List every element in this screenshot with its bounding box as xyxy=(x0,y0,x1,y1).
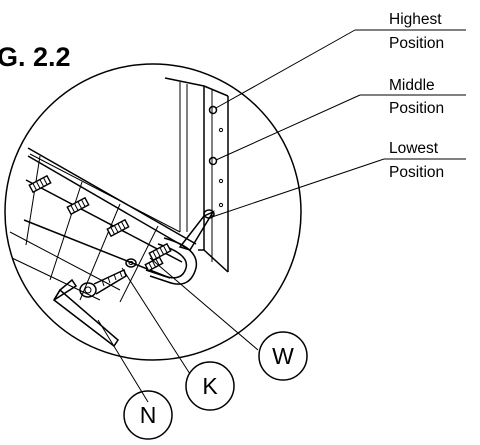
callout-w-leader xyxy=(149,257,259,351)
middle-line2: Position xyxy=(389,100,444,117)
highest-line1: Highest xyxy=(389,11,442,28)
upright-post xyxy=(164,77,229,273)
detail-circle xyxy=(4,63,302,361)
bolt xyxy=(79,268,127,298)
lowest-leader xyxy=(208,158,385,219)
middle-line1: Middle xyxy=(389,77,435,94)
washer xyxy=(125,258,137,268)
callout-n: N xyxy=(123,390,173,440)
lowest-line2: Position xyxy=(389,164,444,181)
position-label-lowest: Lowest Position xyxy=(208,140,466,219)
hole-highest xyxy=(208,105,218,115)
callout-w: W xyxy=(258,331,308,381)
support-peg xyxy=(178,209,215,251)
position-label-middle: Middle Position xyxy=(215,77,466,161)
figure-label: G. 2.2 xyxy=(0,42,71,72)
callout-n-leader xyxy=(97,319,149,403)
lowest-line1: Lowest xyxy=(389,140,439,157)
highest-leader xyxy=(215,29,356,109)
highest-line2: Position xyxy=(389,35,444,52)
callout-n-text: N xyxy=(140,402,157,428)
position-label-highest: Highest Position xyxy=(215,11,466,109)
middle-leader xyxy=(215,94,361,161)
callout-w-text: W xyxy=(272,343,294,369)
callout-k-leader xyxy=(121,267,191,375)
hole-middle xyxy=(208,156,218,166)
spring-clips xyxy=(28,174,172,272)
callout-k-text: K xyxy=(202,373,218,399)
callout-k: K xyxy=(185,361,235,411)
